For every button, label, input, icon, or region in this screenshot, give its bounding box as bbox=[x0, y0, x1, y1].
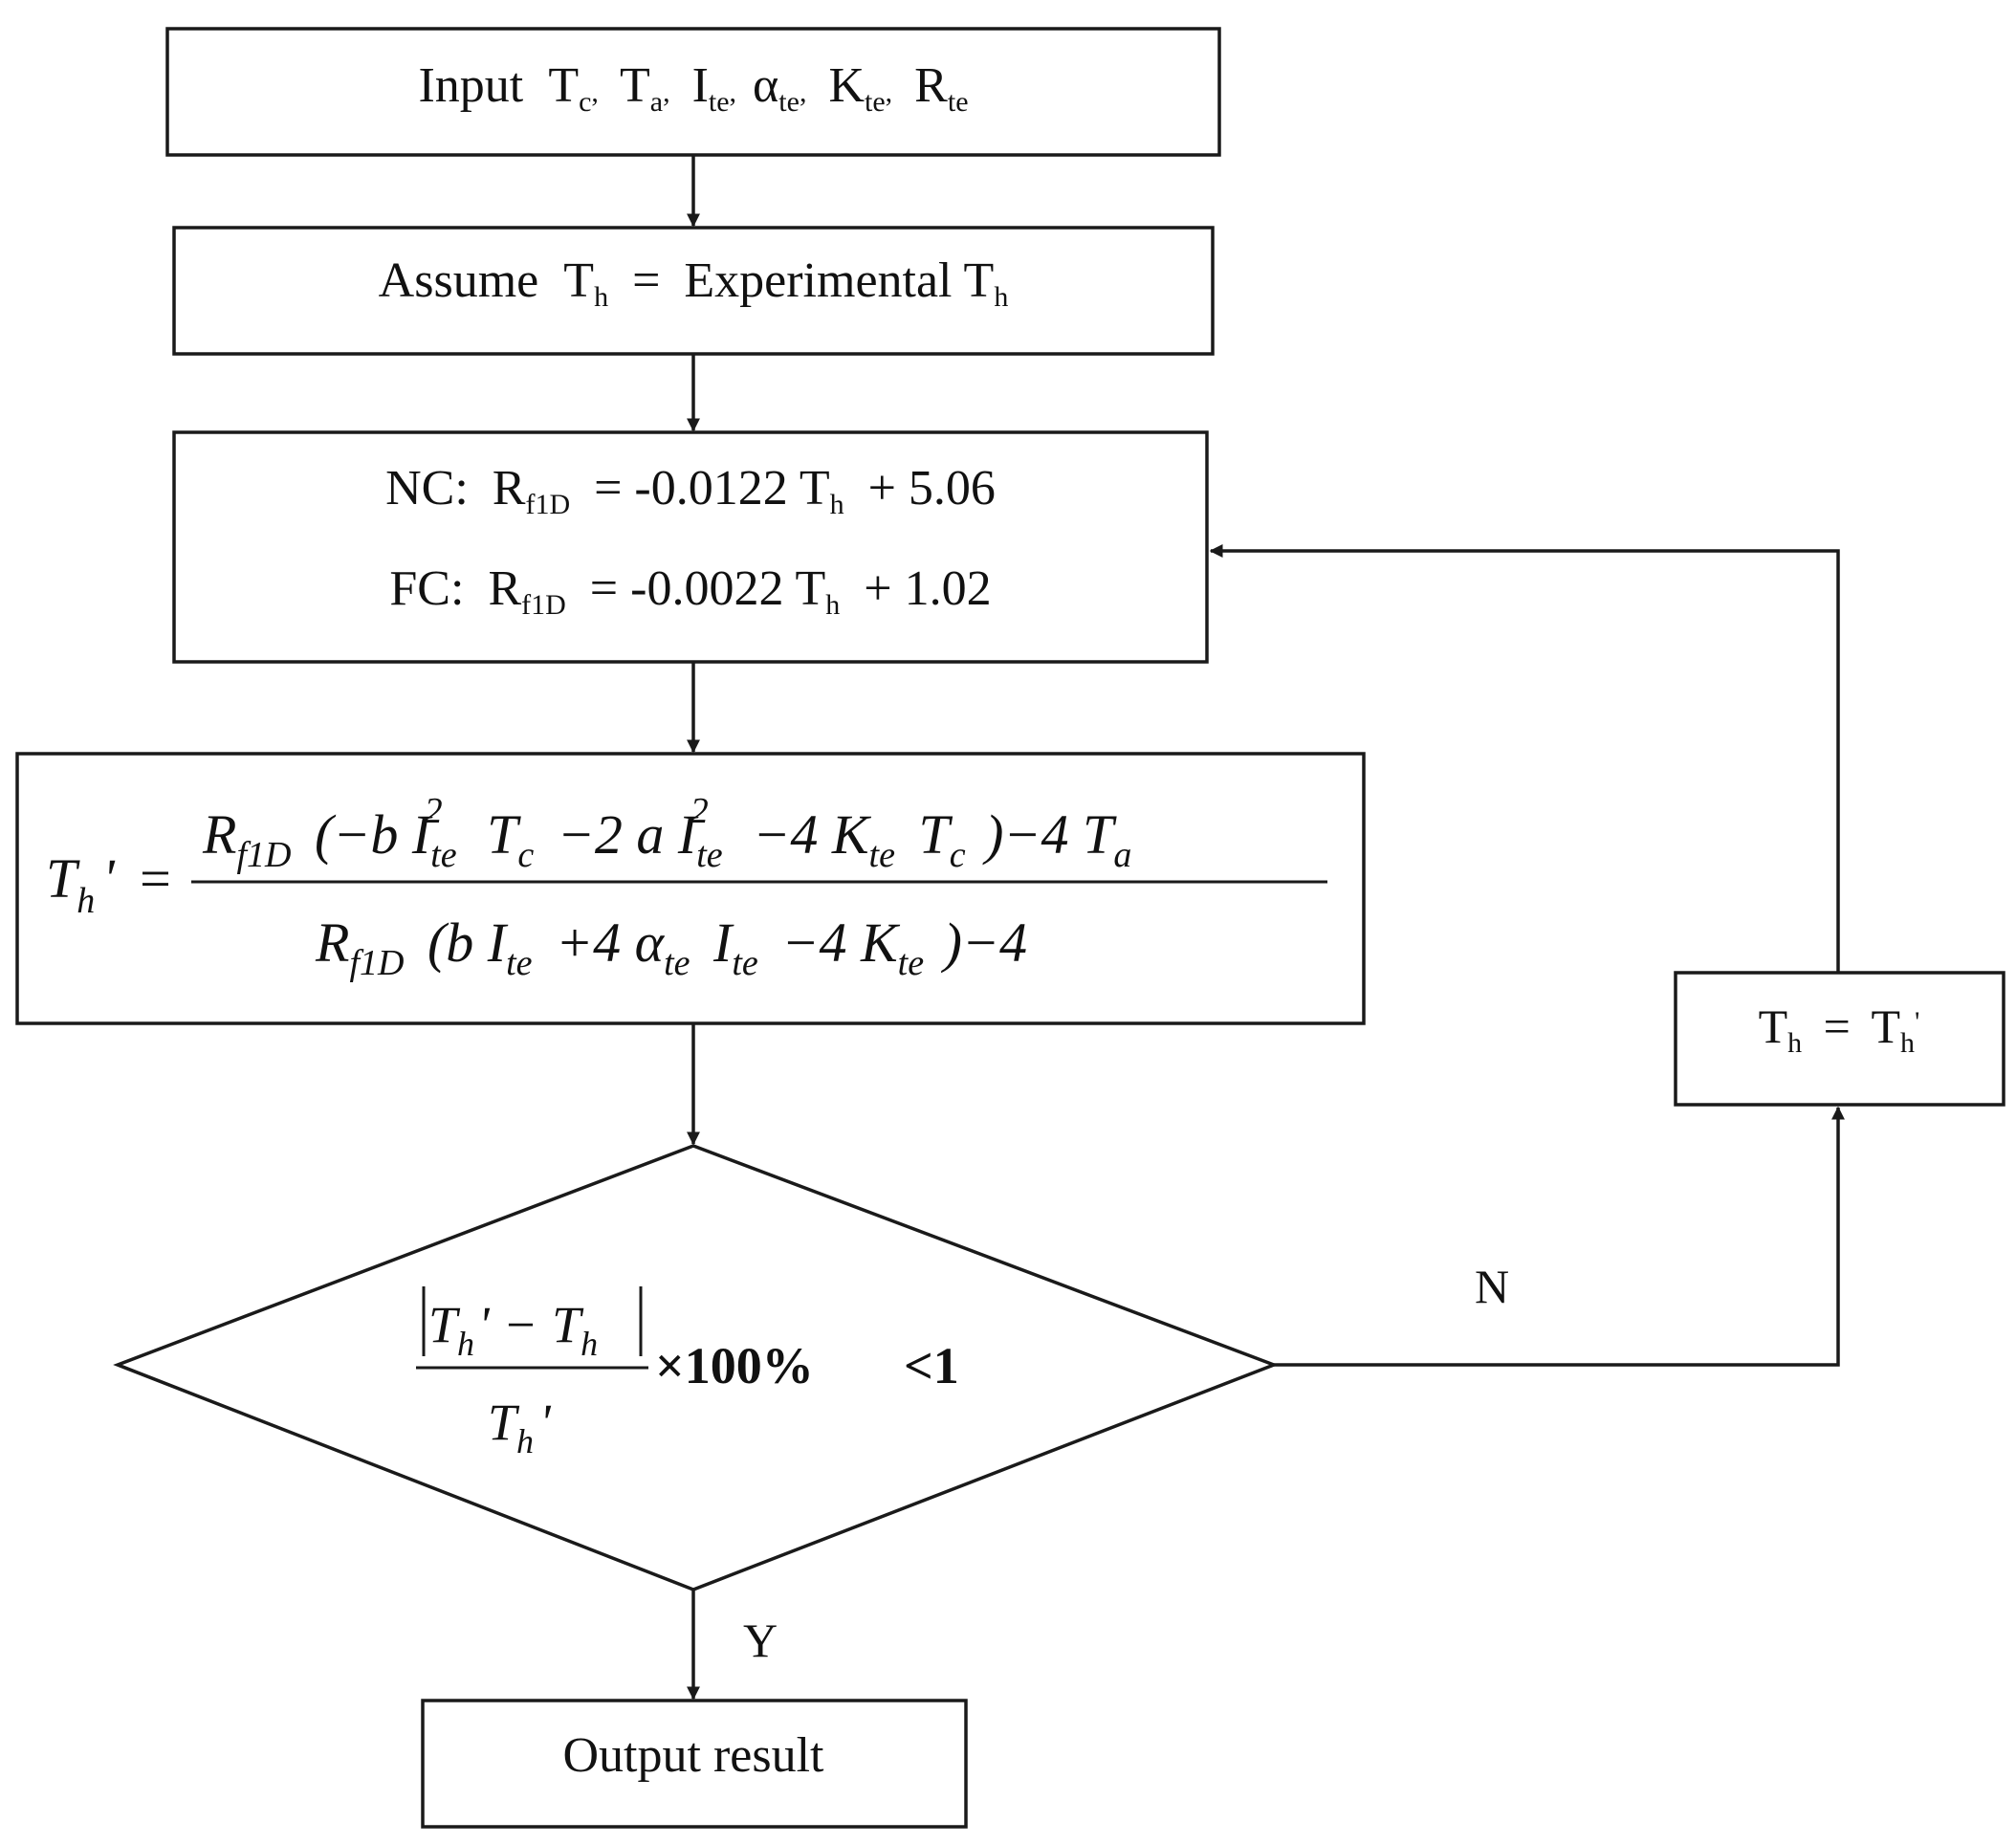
input-box-text: Input Tc, Ta, Ite, αte, Kte, Rte bbox=[418, 58, 968, 118]
rf-box: NC: Rf1D = -0.0122 Th + 5.06 FC: Rf1D = … bbox=[172, 430, 1209, 664]
rf-line-fc: FC: Rf1D = -0.0022 Th + 1.02 bbox=[389, 561, 991, 626]
decision-numerator: Th' − Th bbox=[428, 1296, 598, 1363]
formula-denominator: Rf1D (b Ite +4 αte Ite −4 Kte )−4 bbox=[315, 911, 1027, 987]
label-no: N bbox=[1475, 1260, 1509, 1313]
output-box-frame bbox=[421, 1699, 968, 1829]
rf-line-nc: NC: Rf1D = -0.0122 Th + 5.06 bbox=[385, 461, 996, 525]
arrow-update-to-rf bbox=[1209, 544, 1840, 973]
input-box-frame bbox=[165, 27, 1221, 157]
decision-condition: <1 bbox=[904, 1337, 959, 1394]
update-box: Th = Th' bbox=[1674, 971, 2005, 1107]
assume-box-text: Assume Th = Experimental Th bbox=[379, 253, 1009, 318]
formula-box: Th' = Rf1D (−b Ite2 Tc −2 a Ite2 −4 Kte … bbox=[15, 752, 1366, 1025]
formula-numerator: Rf1D (−b Ite2 Tc −2 a Ite2 −4 Kte Tc )−4… bbox=[202, 773, 1131, 879]
input-box: Input Tc, Ta, Ite, αte, Kte, Rte bbox=[165, 27, 1221, 157]
formula-lhs: Th' = bbox=[46, 847, 171, 921]
update-box-frame bbox=[1674, 971, 2005, 1107]
label-yes: Y bbox=[743, 1614, 778, 1667]
decision-multiplier: ×100% bbox=[655, 1337, 814, 1394]
decision-diamond: Th' − Th Th' ×100% <1 bbox=[113, 1144, 1279, 1592]
formula-box-frame bbox=[15, 752, 1366, 1025]
arrow-decision-to-update bbox=[1274, 1106, 1845, 1367]
rf-box-frame bbox=[172, 430, 1209, 664]
assume-box: Assume Th = Experimental Th bbox=[172, 226, 1215, 356]
output-box-text: Output result bbox=[563, 1728, 825, 1783]
decision-denominator: Th' bbox=[488, 1394, 552, 1460]
output-box: Output result bbox=[421, 1699, 968, 1829]
update-box-text: Th = Th' bbox=[1759, 999, 1920, 1063]
